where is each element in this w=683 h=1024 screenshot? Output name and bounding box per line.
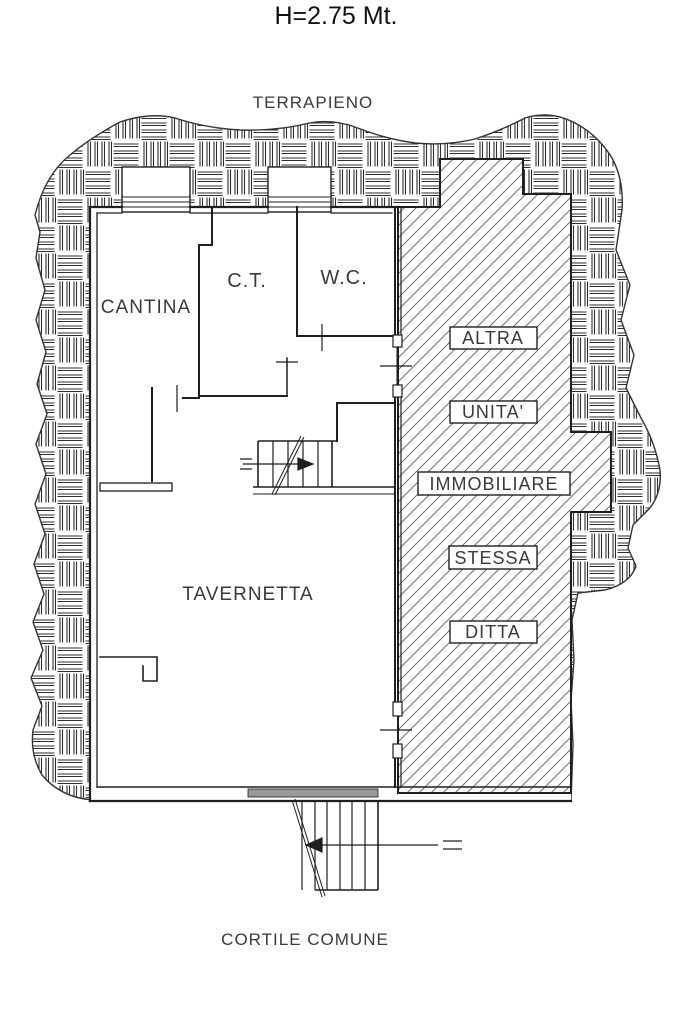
unit-label-altra: ALTRA	[462, 328, 524, 348]
door-jambs	[392, 334, 403, 759]
unit-label-immobiliare: IMMOBILIARE	[429, 474, 558, 494]
unit-label-box-ditta	[449, 620, 538, 644]
window-well-right	[267, 166, 332, 213]
cortile-comune-label: CORTILE COMUNE	[221, 930, 389, 949]
unit-label-box-immobiliare	[417, 471, 571, 496]
threshold	[247, 788, 379, 798]
unit-label-ditta: DITTA	[465, 622, 521, 642]
terrapieno-label: TERRAPIENO	[253, 93, 374, 112]
unit-label-unita: UNITA'	[462, 402, 524, 422]
room-label-cantina: CANTINA	[101, 297, 191, 318]
unit-label-box-altra	[449, 326, 538, 350]
internal-staircase	[253, 435, 395, 496]
cantina-lip-wall	[99, 482, 173, 492]
adjacent-unit-label-boxes	[417, 326, 571, 644]
external-stair-direction-arrow	[304, 837, 462, 853]
unit-label-stessa: STESSA	[454, 548, 531, 568]
unit-label-box-unita	[449, 400, 538, 424]
door-ticks	[176, 324, 412, 731]
window-well-left	[121, 166, 191, 213]
height-annotation: H=2.75 Mt.	[275, 2, 398, 30]
room-label-wc: W.C.	[320, 267, 367, 289]
room-label-ct: C.T.	[227, 270, 267, 292]
room-label-tavernetta: TAVERNETTA	[182, 584, 313, 605]
unit-label-box-stessa	[448, 545, 538, 570]
internal-stair-direction-arrow	[240, 457, 315, 471]
walls	[88, 205, 573, 803]
